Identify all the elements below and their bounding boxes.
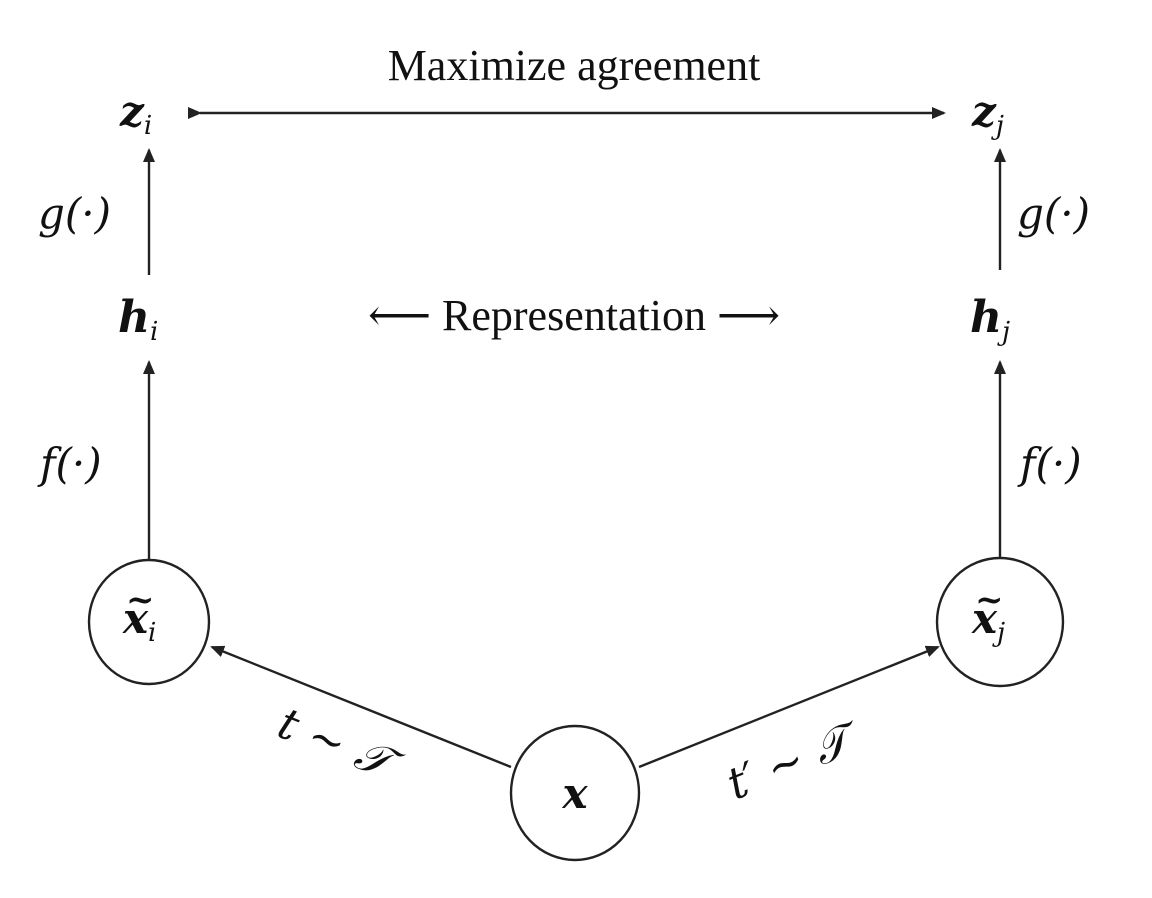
node-x-tilde-j: xj ~ bbox=[935, 556, 1065, 688]
svg-text:zi: zi bbox=[119, 87, 152, 141]
tilde-j: ~ bbox=[975, 580, 1004, 620]
f-function-right: f(·) bbox=[1017, 439, 1082, 488]
svg-text:xi: xi bbox=[122, 594, 156, 648]
z-j-label: zj bbox=[971, 87, 1004, 141]
title-maximize-agreement: Maximize agreement bbox=[388, 41, 761, 90]
h-j-label: hj bbox=[970, 292, 1010, 347]
svg-text:hj: hj bbox=[970, 292, 1010, 347]
z-i-label: zi bbox=[119, 87, 152, 141]
tilde-i: ~ bbox=[126, 580, 155, 620]
transform-label-left: t ∼ 𝒯 bbox=[271, 698, 410, 793]
transform-arrow-right bbox=[638, 645, 940, 769]
svg-text:zj: zj bbox=[971, 87, 1004, 141]
representation-text: Representation bbox=[442, 291, 706, 340]
representation-left-arrow: ⟵ bbox=[368, 291, 431, 340]
representation-label: ⟵ Representation ⟶ bbox=[368, 291, 780, 340]
transform-arrow-left bbox=[210, 645, 512, 769]
svg-text:hi: hi bbox=[118, 292, 158, 347]
g-function-right: g(·) bbox=[1017, 189, 1090, 238]
representation-right-arrow: ⟶ bbox=[717, 291, 780, 340]
svg-text:x: x bbox=[561, 769, 588, 818]
node-x-tilde-i: xi ~ bbox=[87, 558, 211, 686]
g-function-left: g(·) bbox=[38, 189, 111, 238]
node-x: x bbox=[509, 724, 641, 862]
svg-text:xj: xj bbox=[971, 594, 1005, 648]
f-function-left: f(·) bbox=[37, 439, 102, 488]
h-i-label: hi bbox=[118, 292, 158, 347]
